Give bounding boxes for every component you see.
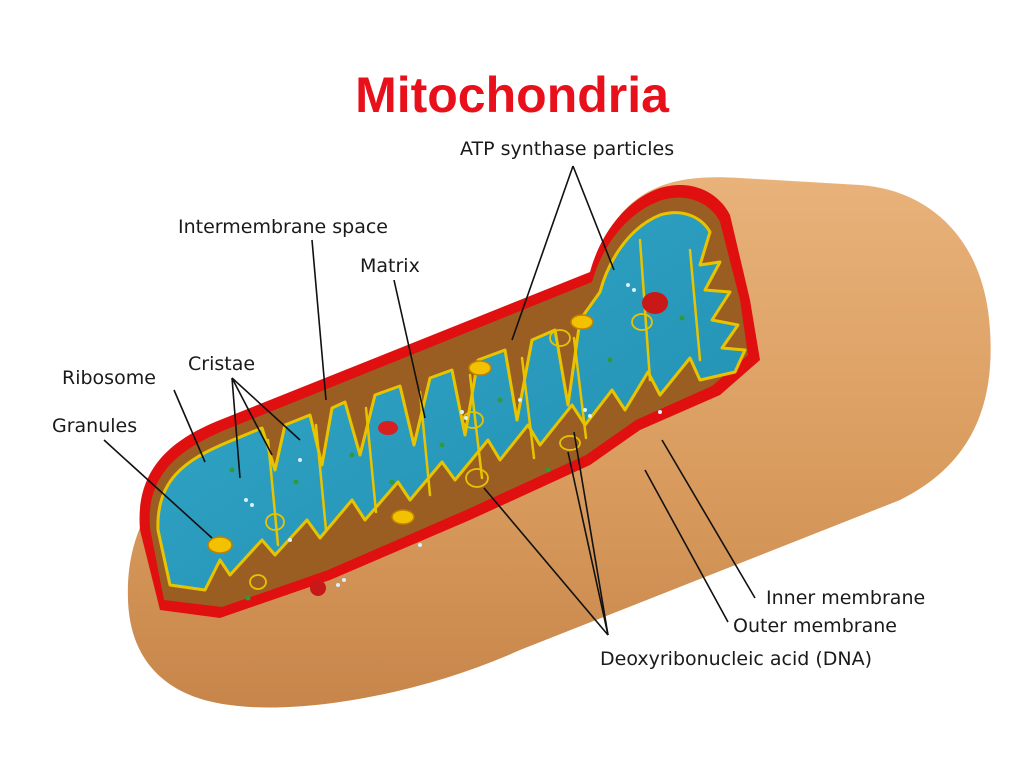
label-granules: Granules bbox=[52, 415, 137, 437]
cristae-folds bbox=[266, 238, 702, 547]
label-atp-synthase: ATP synthase particles bbox=[460, 138, 674, 160]
label-outer-membrane: Outer membrane bbox=[733, 615, 897, 637]
green-specks bbox=[229, 315, 685, 601]
dna-loops bbox=[249, 313, 653, 590]
granules bbox=[207, 292, 668, 596]
matrix bbox=[156, 211, 747, 592]
label-ribosome: Ribosome bbox=[62, 367, 156, 389]
label-cristae: Cristae bbox=[188, 353, 255, 375]
label-matrix: Matrix bbox=[360, 255, 420, 277]
page-title: Mitochondria bbox=[355, 67, 669, 123]
leader-lines bbox=[103, 165, 756, 636]
atp-synthase-specks bbox=[244, 283, 662, 587]
label-inner-membrane: Inner membrane bbox=[766, 587, 925, 609]
label-dna: Deoxyribonucleic acid (DNA) bbox=[600, 648, 872, 670]
label-intermembrane-space: Intermembrane space bbox=[178, 216, 388, 238]
